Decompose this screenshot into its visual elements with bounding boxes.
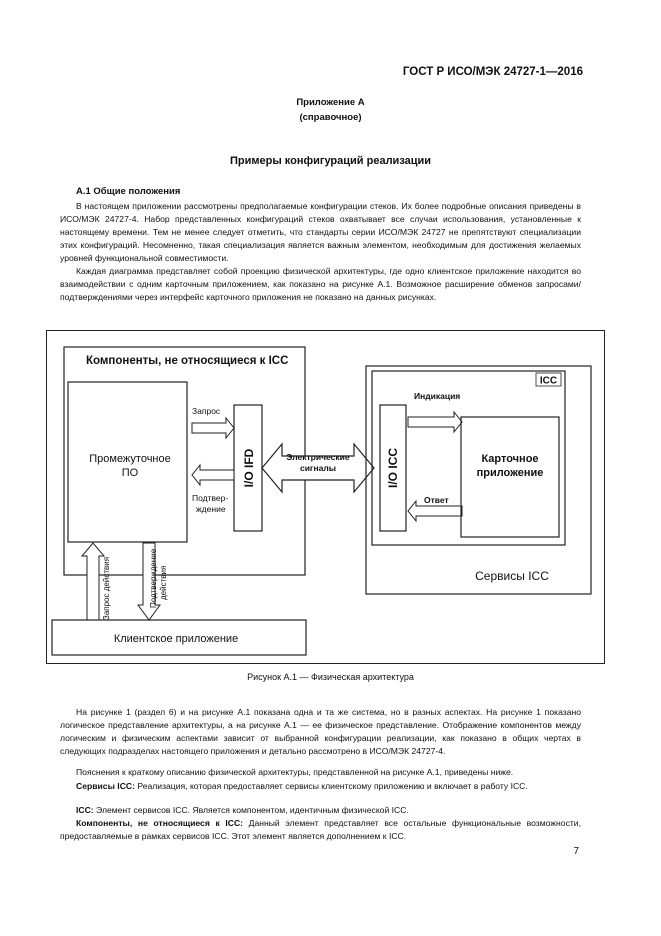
response-label: Ответ bbox=[424, 495, 449, 505]
action-confirmation-label-line1: Подтверждение bbox=[149, 548, 158, 608]
paragraph: На рисунке 1 (раздел 6) и на рисунке А.1… bbox=[60, 707, 581, 757]
indication-label: Индикация bbox=[414, 391, 460, 401]
client-application-label: Клиентское приложение bbox=[114, 633, 238, 645]
figure-caption: Рисунок А.1 — Физическая архитектура bbox=[247, 672, 414, 682]
request-arrow bbox=[191, 416, 235, 440]
icc-services-label: Сервисы ICC bbox=[475, 569, 549, 583]
confirmation-label-line1: Подтвер- bbox=[192, 493, 228, 503]
confirmation-arrow bbox=[191, 463, 235, 487]
figure-frame bbox=[46, 330, 605, 664]
definition-non-icc-components: Компоненты, не относящиеся к ICC: Данный… bbox=[60, 818, 581, 842]
paragraph: Каждая диаграмма представляет собой прое… bbox=[60, 266, 581, 303]
request-label: Запрос bbox=[192, 406, 221, 416]
document-header: ГОСТ Р ИСО/МЭК 24727-1—2016 bbox=[402, 66, 583, 78]
annex-subtitle: (справочное) bbox=[299, 112, 362, 123]
client-application-box bbox=[51, 619, 307, 656]
response-arrow bbox=[407, 499, 463, 523]
card-application-label-line2: приложение bbox=[477, 467, 544, 479]
section-title: А.1 Общие положения bbox=[76, 186, 181, 197]
definition-icc-services: Сервисы ICC: Реализация, которая предост… bbox=[76, 781, 528, 791]
action-confirmation-arrow bbox=[137, 542, 161, 621]
io-icc-label: I/O ICC bbox=[386, 448, 400, 488]
paragraph: Пояснения к краткому описанию физической… bbox=[76, 767, 514, 777]
confirmation-label-line2: ждение bbox=[196, 504, 226, 514]
action-confirmation-label-line2: действия bbox=[159, 566, 168, 600]
middleware-label-line2: ПО bbox=[122, 467, 139, 479]
definition-icc: ICC: Элемент сервисов ICC. Является комп… bbox=[76, 805, 409, 815]
indication-arrow bbox=[407, 410, 463, 434]
electrical-signals-label-line1: Электрические bbox=[286, 452, 349, 462]
electrical-signals-label-line2: сигналы bbox=[300, 463, 336, 473]
middleware-label-line1: Промежуточное bbox=[89, 453, 171, 465]
middleware-box bbox=[67, 381, 188, 543]
icc-label-box bbox=[535, 372, 562, 387]
physical-architecture-diagram: Компоненты, не относящиеся к ICC Промежу… bbox=[46, 330, 605, 664]
annex-title: Приложение А bbox=[296, 97, 365, 108]
action-request-label: Запрос действия bbox=[102, 557, 111, 620]
icc-services-box bbox=[365, 365, 592, 595]
io-icc-box bbox=[379, 404, 407, 532]
card-application-box bbox=[460, 416, 560, 538]
card-application-label-line1: Карточное bbox=[481, 453, 538, 465]
non-icc-components-label: Компоненты, не относящиеся к ICC bbox=[86, 355, 288, 367]
icc-box bbox=[371, 370, 566, 546]
electrical-signals-arrow bbox=[261, 442, 375, 494]
paragraph: В настоящем приложении рассмотрены предп… bbox=[60, 201, 581, 264]
icc-label: ICC bbox=[540, 376, 557, 387]
page-number: 7 bbox=[573, 846, 579, 857]
annex-heading: Приложение А (справочное) bbox=[0, 95, 661, 125]
io-ifd-label: I/O IFD bbox=[242, 448, 256, 487]
annex-main-title: Примеры конфигураций реализации bbox=[229, 155, 432, 167]
action-request-arrow bbox=[80, 542, 106, 621]
